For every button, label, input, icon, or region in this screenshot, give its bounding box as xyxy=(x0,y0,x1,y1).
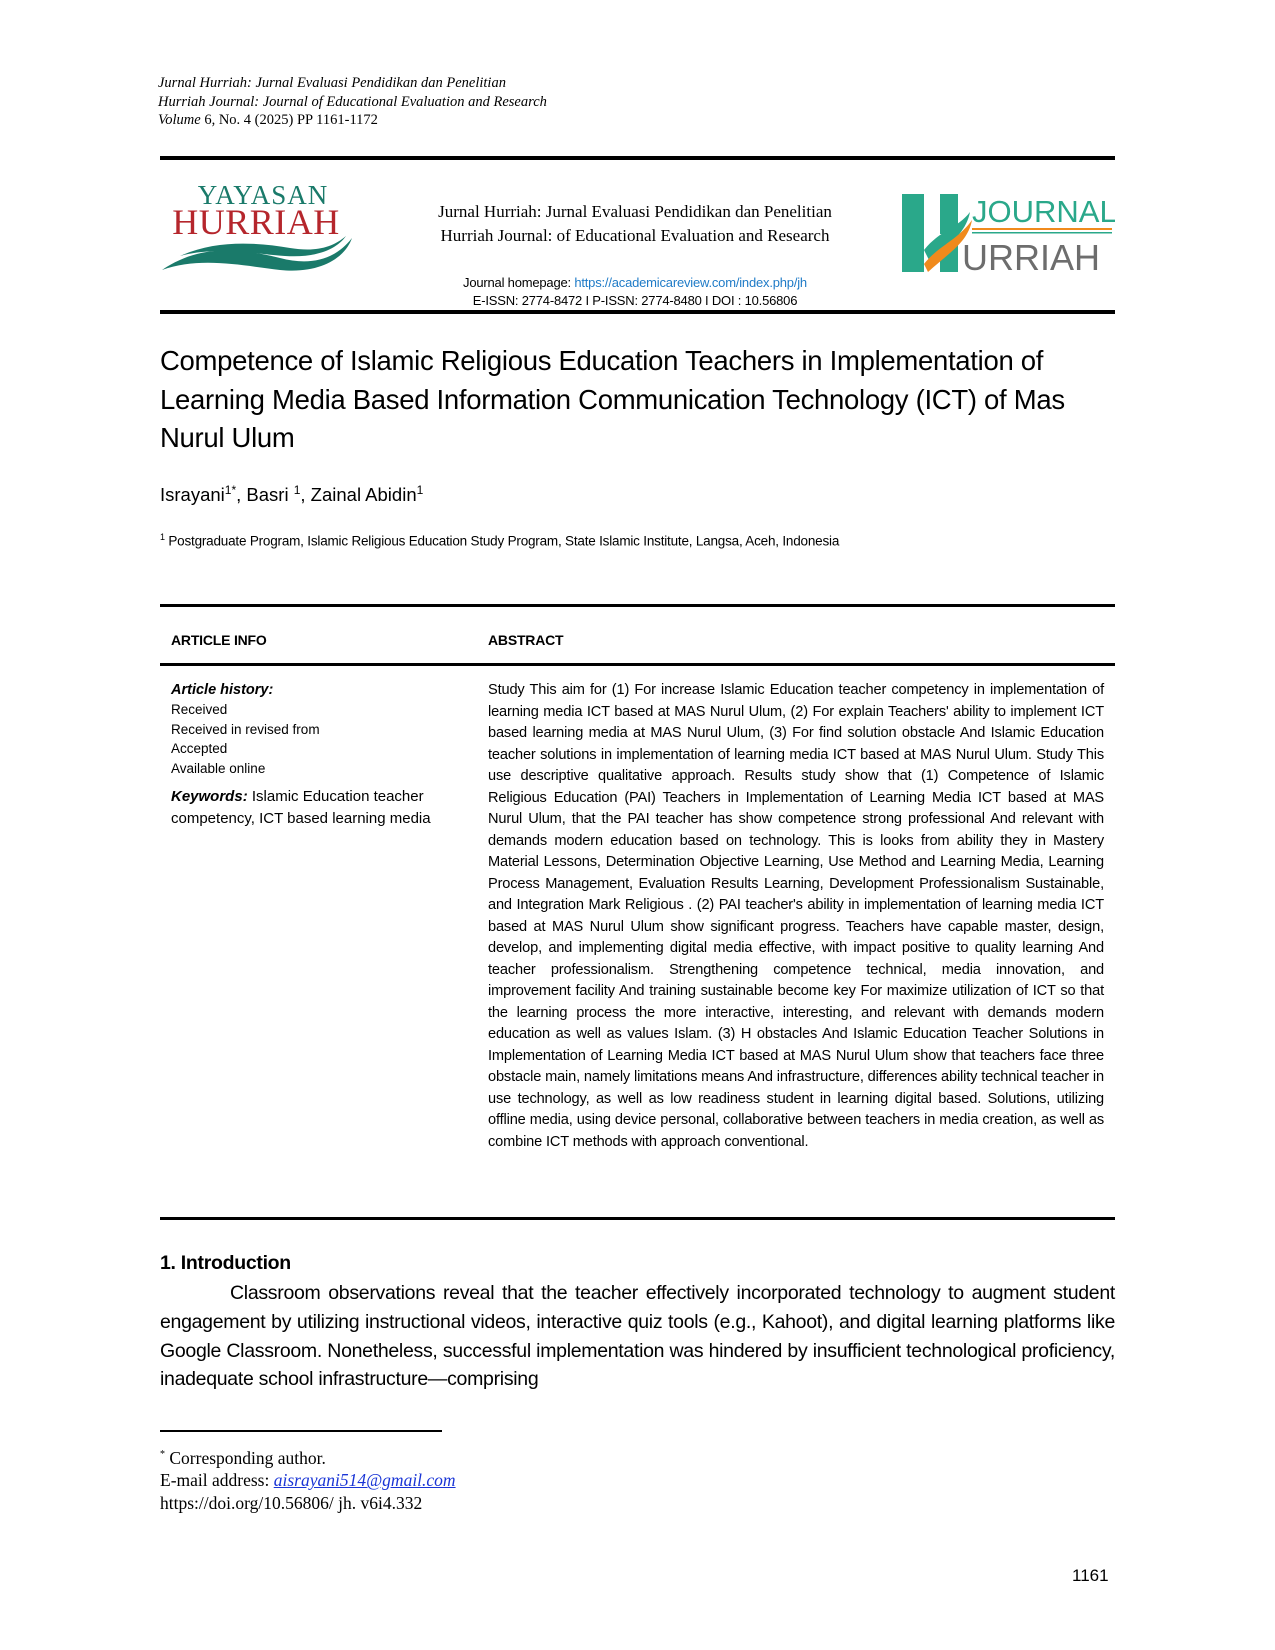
email-line: E-mail address: aisrayani514@gmail.com xyxy=(160,1470,456,1491)
author-name: Israyani xyxy=(160,484,225,506)
svg-text:URRIAH: URRIAH xyxy=(962,237,1100,275)
author-affiliation-marker: 1 xyxy=(416,483,424,497)
issn-line: E-ISSN: 2774-8472 I P-ISSN: 2774-8480 I … xyxy=(472,293,798,308)
keywords-list: Islamic Education teacher competency, IC… xyxy=(171,788,431,827)
running-head-volume: Volume 6, No. 4 (2025) PP 1161-1172 xyxy=(158,112,378,128)
article-info: Article history: Received Received in re… xyxy=(171,680,471,830)
abstract-heading: ABSTRACT xyxy=(488,632,564,648)
masthead-journal-name-en: Hurriah Journal: of Educational Evaluati… xyxy=(440,226,830,245)
masthead-top-rule xyxy=(160,156,1115,160)
section-heading-introduction: 1. Introduction xyxy=(160,1252,291,1274)
yayasan-hurriah-logo: YAYASAN HURRIAH xyxy=(160,178,360,280)
homepage-link[interactable]: https://academicareview.com/index.php/jh xyxy=(574,275,807,290)
affiliation: 1 Postgraduate Program, Islamic Religiou… xyxy=(160,532,840,549)
article-title: Competence of Islamic Religious Educatio… xyxy=(160,345,1065,453)
footnote-separator xyxy=(160,1430,442,1432)
introduction-paragraph: Classroom observations reveal that the t… xyxy=(160,1282,1115,1391)
info-mid-rule xyxy=(160,663,1115,666)
history-received: Received xyxy=(171,702,228,717)
yayasan-hurriah-logo-icon: YAYASAN HURRIAH xyxy=(162,180,352,271)
author-name: Zainal Abidin xyxy=(310,484,417,506)
article-history-title: Article history: xyxy=(171,682,274,698)
author-affiliation-marker: 1* xyxy=(224,483,237,497)
corresponding-author-note: * Corresponding author. xyxy=(160,1447,326,1468)
abstract-text: Study This aim for (1) For increase Isla… xyxy=(488,682,1104,1150)
homepage-label: Journal homepage: xyxy=(463,275,575,290)
masthead-journal-name: Jurnal Hurriah: Jurnal Evaluasi Pendidik… xyxy=(390,200,880,248)
journal-hurriah-logo: JOURNAL URRIAH xyxy=(900,190,1117,278)
masthead-homepage: Journal homepage: https://academicarevie… xyxy=(390,274,880,310)
history-revised: Received in revised from xyxy=(171,721,320,737)
running-head-journal-id: Jurnal Hurriah: Jurnal Evaluasi Pendidik… xyxy=(158,75,506,91)
svg-text:HURRIAH: HURRIAH xyxy=(172,202,340,242)
info-top-rule xyxy=(160,604,1115,607)
article-info-heading: ARTICLE INFO xyxy=(171,632,267,648)
footnotes: * Corresponding author. E-mail address: … xyxy=(160,1444,456,1514)
journal-hurriah-logo-icon: JOURNAL URRIAH xyxy=(902,194,1117,278)
svg-text:YAYASAN: YAYASAN xyxy=(198,180,329,210)
keywords-label: Keywords: xyxy=(171,788,248,805)
masthead-bottom-rule xyxy=(160,310,1115,314)
page-number: 1161 xyxy=(1072,1566,1109,1585)
history-accepted: Accepted xyxy=(171,741,228,756)
author-affiliation-marker: 1 xyxy=(293,483,301,497)
running-head-journal-en: Hurriah Journal: Journal of Educational … xyxy=(158,93,547,110)
author-list: Israyani1*, Basri 1, Zainal Abidin1 xyxy=(160,483,424,506)
info-bottom-rule xyxy=(160,1217,1115,1220)
doi-line: https://doi.org/10.56806/ jh. v6i4.332 xyxy=(160,1492,423,1513)
masthead-journal-name-id: Jurnal Hurriah: Jurnal Evaluasi Pendidik… xyxy=(438,202,832,221)
svg-text:JOURNAL: JOURNAL xyxy=(972,194,1115,229)
running-head: Jurnal Hurriah: Jurnal Evaluasi Pendidik… xyxy=(158,74,547,130)
history-online: Available online xyxy=(171,760,266,776)
email-link[interactable]: aisrayani514@gmail.com xyxy=(273,1470,456,1491)
author-name: Basri xyxy=(246,484,294,506)
keywords: Keywords: Islamic Education teacher comp… xyxy=(171,786,471,830)
